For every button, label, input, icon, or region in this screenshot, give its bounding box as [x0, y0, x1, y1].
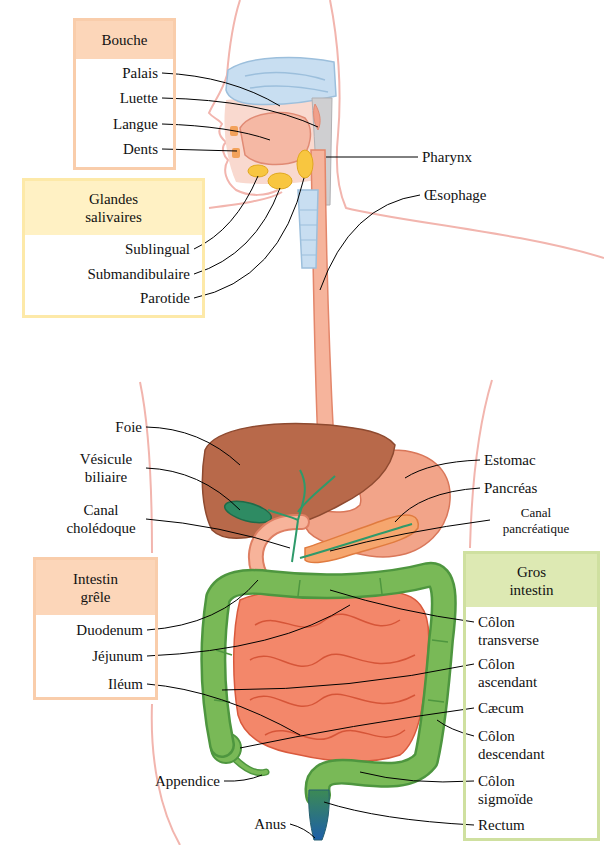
- lower-teeth: [232, 148, 240, 158]
- hepatic-duct: [298, 476, 335, 512]
- leader-line: [146, 468, 240, 510]
- loop-line: [255, 614, 400, 627]
- head-back-shoulder: [330, 0, 604, 258]
- loop-line: [265, 730, 405, 739]
- leader-line: [146, 427, 240, 465]
- part-label: Parotide: [140, 289, 190, 307]
- nasal-cavity: [226, 57, 336, 104]
- leader-line: [324, 802, 474, 825]
- common-bile-duct: [292, 520, 298, 562]
- group-heading: Glandes salivaires: [69, 190, 159, 226]
- part-label: Cæcum: [478, 699, 558, 717]
- heading-band: Bouche: [76, 21, 173, 59]
- part-label: Luette: [120, 89, 158, 107]
- leader-line: [395, 488, 480, 522]
- part-label: Palais: [122, 64, 158, 82]
- part-label: Langue: [113, 115, 158, 133]
- trachea-shape: [298, 190, 318, 268]
- leader-line: [146, 519, 290, 548]
- part-label: Côlon ascendant: [478, 655, 558, 691]
- leader-line: [162, 73, 280, 106]
- leader-line: [437, 720, 474, 736]
- hepatic-duct: [298, 470, 305, 520]
- part-label: Duodenum: [76, 621, 143, 639]
- part-label: Jéjunum: [92, 647, 143, 665]
- organ-label: Appendice: [155, 772, 220, 790]
- leader-line: [222, 664, 474, 690]
- nasal-fold: [245, 73, 325, 80]
- leader-line: [360, 772, 474, 782]
- group-heading: Gros intestin: [502, 563, 562, 599]
- parotid-gland: [297, 150, 313, 178]
- sublingual-gland: [248, 165, 268, 177]
- leader-line: [194, 178, 304, 298]
- organ-label: Canal cholédoque: [60, 501, 142, 537]
- leader-line: [330, 520, 490, 551]
- part-label: Sublingual: [125, 240, 190, 258]
- organ-label: Estomac: [484, 451, 536, 469]
- leader-line: [147, 605, 350, 656]
- leader-line: [147, 580, 258, 630]
- organ-label: Anus: [254, 815, 286, 833]
- group-heading: Bouche: [102, 31, 148, 49]
- group-box: Intestin grêleDuodenumJéjunumIléum: [33, 557, 158, 700]
- leader-line: [162, 98, 318, 127]
- heading-band: Glandes salivaires: [25, 181, 202, 235]
- organ-label: Foie: [115, 418, 142, 436]
- small-intestine-shape: [234, 591, 429, 761]
- leader-line: [326, 157, 418, 158]
- loop-line: [250, 694, 415, 706]
- torso-left: [140, 382, 152, 553]
- colon-outline: [213, 575, 443, 795]
- nasal-fold: [250, 86, 328, 92]
- leader-line: [320, 195, 420, 290]
- pancreatic-duct: [300, 524, 412, 558]
- organ-label: Canal pancréatique: [494, 505, 578, 537]
- part-label: Iléum: [108, 675, 143, 693]
- rectum-shape: [309, 790, 330, 840]
- organ-label: Vésicule biliaire: [70, 450, 142, 486]
- appendix-shape: [234, 758, 266, 773]
- submandibular-gland: [268, 173, 292, 189]
- leader-line: [147, 684, 300, 735]
- gallbladder-shape: [222, 497, 273, 527]
- group-box: Glandes salivairesSublingualSubmandibula…: [22, 178, 205, 318]
- heading-band: Intestin grêle: [36, 560, 155, 615]
- loop-line: [250, 654, 415, 666]
- cystic-duct: [268, 510, 298, 520]
- leader-line: [330, 590, 474, 622]
- heading-band: Gros intestin: [466, 554, 597, 607]
- colon-shape: [213, 575, 443, 795]
- trachea-rings: [300, 210, 317, 255]
- leader-line: [224, 775, 262, 781]
- group-box: BouchePalaisLuetteLangueDents: [73, 18, 176, 170]
- group-box: Gros intestinCôlon transverseCôlon ascen…: [463, 551, 600, 841]
- colon-haustra: [214, 578, 448, 702]
- organ-label: Œsophage: [424, 186, 487, 204]
- leader-line: [194, 188, 280, 274]
- organ-label: Pharynx: [422, 148, 472, 166]
- part-label: Submandibulaire: [88, 265, 190, 283]
- group-heading: Intestin grêle: [61, 570, 131, 606]
- part-label: Rectum: [478, 816, 558, 834]
- leader-line: [290, 824, 315, 838]
- part-label: Côlon descendant: [478, 727, 558, 763]
- leader-line: [240, 708, 474, 748]
- leader-line: [162, 124, 270, 140]
- body-outline: [140, 0, 604, 845]
- organ-label: Pancréas: [484, 479, 537, 497]
- appendix-fill: [234, 758, 266, 773]
- leader-line: [405, 460, 480, 478]
- part-label: Côlon sigmoïde: [478, 772, 558, 808]
- part-label: Côlon transverse: [478, 613, 558, 649]
- part-label: Dents: [123, 140, 158, 158]
